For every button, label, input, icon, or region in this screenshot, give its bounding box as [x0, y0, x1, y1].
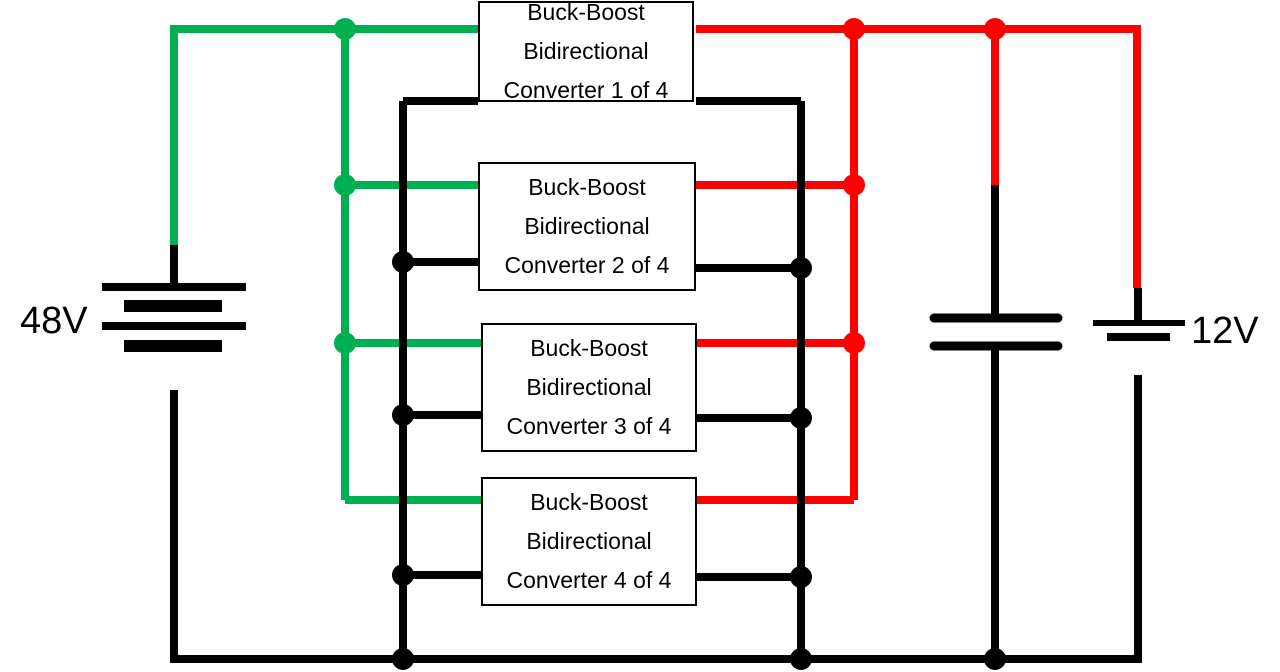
- capacitor-symbol: [929, 313, 1063, 351]
- converter-label-line2: Bidirectional: [523, 38, 649, 64]
- battery-12v-label: 12V: [1191, 310, 1259, 352]
- junction-dot-black: [790, 566, 812, 588]
- converter-label-line1: Buck-Boost: [530, 335, 648, 361]
- converter-label-line1: Buck-Boost: [530, 489, 648, 515]
- converter-box-1: Buck-Boost Bidirectional Converter 1 of …: [478, 0, 694, 103]
- battery-12v-symbol: [1093, 320, 1185, 341]
- converter-box-3: Buck-Boost Bidirectional Converter 3 of …: [481, 323, 697, 452]
- converter-box-2: Buck-Boost Bidirectional Converter 2 of …: [478, 162, 696, 291]
- junction-dot-black: [984, 648, 1006, 670]
- ground-loop: [170, 375, 1142, 663]
- junction-dot-black: [392, 648, 414, 670]
- battery-48v-label: 48V: [20, 300, 88, 342]
- converter-label-line1: Buck-Boost: [528, 174, 646, 200]
- junction-dot-black: [790, 407, 812, 429]
- converter-box-4: Buck-Boost Bidirectional Converter 4 of …: [481, 477, 697, 606]
- converter-label-line2: Bidirectional: [526, 374, 652, 400]
- red-top-bus: [696, 25, 1141, 288]
- junction-dot-black: [790, 648, 812, 670]
- junction-dots: [334, 18, 1006, 670]
- battery-48v-symbol: [102, 283, 246, 352]
- junction-dot-red: [843, 174, 865, 196]
- junction-dot-green: [334, 332, 356, 354]
- converter-label-line2: Bidirectional: [526, 528, 652, 554]
- converter-label-line3: Converter 1 of 4: [503, 77, 669, 103]
- junction-dot-black: [392, 564, 414, 586]
- junction-dot-red: [843, 18, 865, 40]
- junction-dot-black: [392, 404, 414, 426]
- green-wire-battery-to-conv1: [170, 25, 478, 245]
- converter-label-line1: Buck-Boost: [527, 0, 645, 25]
- high-voltage-bus: [170, 25, 481, 504]
- junction-dot-red: [984, 18, 1006, 40]
- junction-dot-green: [334, 174, 356, 196]
- junction-dot-black: [392, 251, 414, 273]
- junction-dot-black: [790, 257, 812, 279]
- converter-label-line2: Bidirectional: [524, 213, 650, 239]
- converter-label-line3: Converter 2 of 4: [504, 252, 670, 278]
- converter-label-line3: Converter 4 of 4: [506, 567, 672, 593]
- converter-label-line3: Converter 3 of 4: [506, 413, 672, 439]
- junction-dot-green: [334, 18, 356, 40]
- junction-dot-red: [843, 332, 865, 354]
